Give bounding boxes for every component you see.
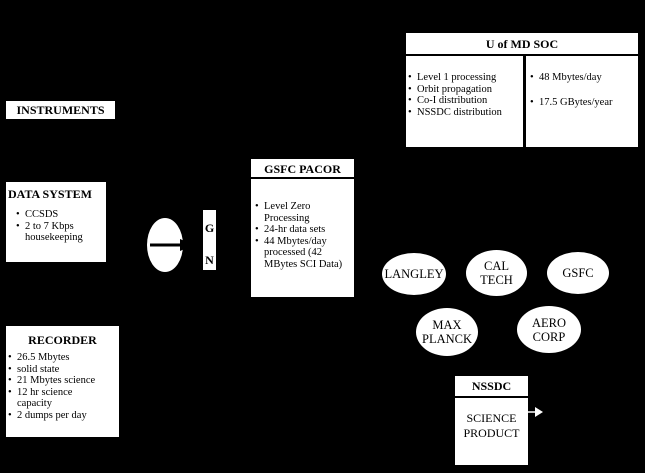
data-system-item: 2 to 7 Kbps housekeeping — [16, 221, 102, 244]
instruments-box: INSTRUMENTS — [6, 101, 115, 119]
site-max-planck: MAX PLANCK — [416, 308, 478, 356]
data-system-item: CCSDS — [16, 209, 102, 221]
site-caltech: CAL TECH — [466, 250, 527, 296]
ground-network-n: N — [205, 253, 214, 267]
instruments-title: INSTRUMENTS — [16, 103, 105, 117]
soc-rate-item: 17.5 GBytes/year — [530, 97, 638, 109]
data-system-list: CCSDS 2 to 7 Kbps housekeeping — [16, 209, 102, 244]
site-gsfc: GSFC — [547, 252, 609, 294]
soc-rate-item: 48 Mbytes/day — [530, 72, 638, 84]
pacor-list: Level Zero Processing 24-hr data sets 44… — [255, 201, 351, 270]
pacor-title-divider — [251, 177, 354, 179]
site-caltech-label: CAL TECH — [480, 259, 513, 287]
data-system-title: DATA SYSTEM — [8, 187, 92, 201]
recorder-list: 26.5 Mbytes solid state 21 Mbytes scienc… — [8, 352, 114, 421]
soc-title: U of MD SOC — [485, 37, 559, 51]
soc-right-list: 48 Mbytes/day 17.5 GBytes/year — [530, 72, 638, 108]
pacor-box: GSFC PACOR Level Zero Processing 24-hr d… — [251, 159, 354, 297]
pacor-item: 24-hr data sets — [255, 224, 351, 236]
recorder-item: solid state — [8, 364, 114, 376]
pacor-item: 44 Mbytes/day processed (42 MBytes SCI D… — [255, 236, 351, 271]
soc-item: NSSDC distribution — [408, 107, 522, 119]
nssdc-title-divider — [455, 396, 528, 398]
soc-item: Level 1 processing — [408, 72, 522, 84]
nssdc-product: SCIENCE PRODUCT — [463, 411, 520, 440]
recorder-title: RECORDER — [28, 333, 97, 347]
nssdc-box: NSSDC SCIENCE PRODUCT — [455, 376, 528, 465]
pacor-title: GSFC PACOR — [264, 162, 341, 176]
site-langley: LANGLEY — [382, 253, 446, 295]
soc-title-divider — [406, 54, 638, 56]
recorder-item: 12 hr science capacity — [8, 387, 97, 410]
recorder-item: 2 dumps per day — [8, 410, 114, 422]
soc-item: Co-I distribution — [408, 95, 522, 107]
site-aero-corp-label: AERO CORP — [531, 315, 567, 344]
pacor-item: Level Zero Processing — [255, 201, 336, 224]
recorder-box: RECORDER 26.5 Mbytes solid state 21 Mbyt… — [6, 326, 119, 437]
data-system-box: DATA SYSTEM CCSDS 2 to 7 Kbps housekeepi… — [6, 182, 106, 262]
ground-network-g: G — [204, 221, 215, 235]
nssdc-title: NSSDC — [471, 379, 512, 393]
soc-item: Orbit propagation — [408, 84, 522, 96]
ground-network-box: G N — [203, 210, 216, 270]
site-aero-corp: AERO CORP — [517, 306, 581, 353]
recorder-item: 26.5 Mbytes — [8, 352, 114, 364]
soc-left-list: Level 1 processing Orbit propagation Co-… — [408, 72, 522, 118]
recorder-item: 21 Mbytes science — [8, 375, 114, 387]
soc-column-divider — [523, 54, 526, 147]
site-max-planck-label: MAX PLANCK — [422, 318, 473, 346]
